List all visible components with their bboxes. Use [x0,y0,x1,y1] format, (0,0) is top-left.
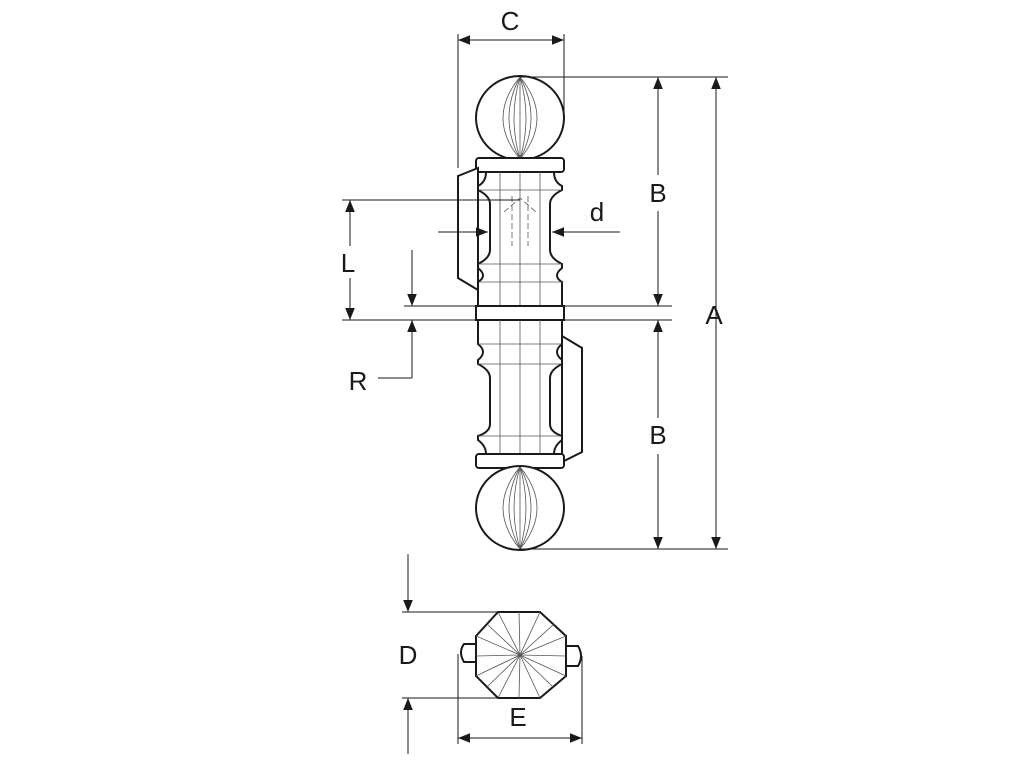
label-B-upper: B [649,178,666,208]
dimension-E: E [457,654,583,744]
label-C: C [501,6,520,36]
lower-leaf [561,334,583,464]
label-d: d [590,197,604,227]
dimension-d: d [438,197,620,237]
top-view-facets [475,611,567,699]
label-B-lower: B [649,420,666,450]
label-A: A [705,300,723,330]
hinge-front-view [457,75,583,551]
top-ball-finial [475,75,565,161]
dimension-B-upper: B [564,77,676,307]
bottom-ball-finial [475,465,565,551]
top-collar [475,157,565,173]
upper-leaf [457,166,479,292]
dimension-B-lower: B [564,319,676,549]
label-R: R [349,366,368,396]
dimension-D: D [399,554,498,754]
dimension-C: C [457,6,565,168]
label-E: E [509,702,526,732]
label-D: D [399,640,418,670]
hinge-top-view [460,611,582,699]
dimension-A: A [520,76,728,550]
label-L: L [341,248,355,278]
upper-knuckle [477,171,563,307]
dimension-L: L [334,199,520,321]
dimension-R: R [349,250,478,396]
lower-knuckle [477,319,563,455]
middle-washer [475,305,565,321]
